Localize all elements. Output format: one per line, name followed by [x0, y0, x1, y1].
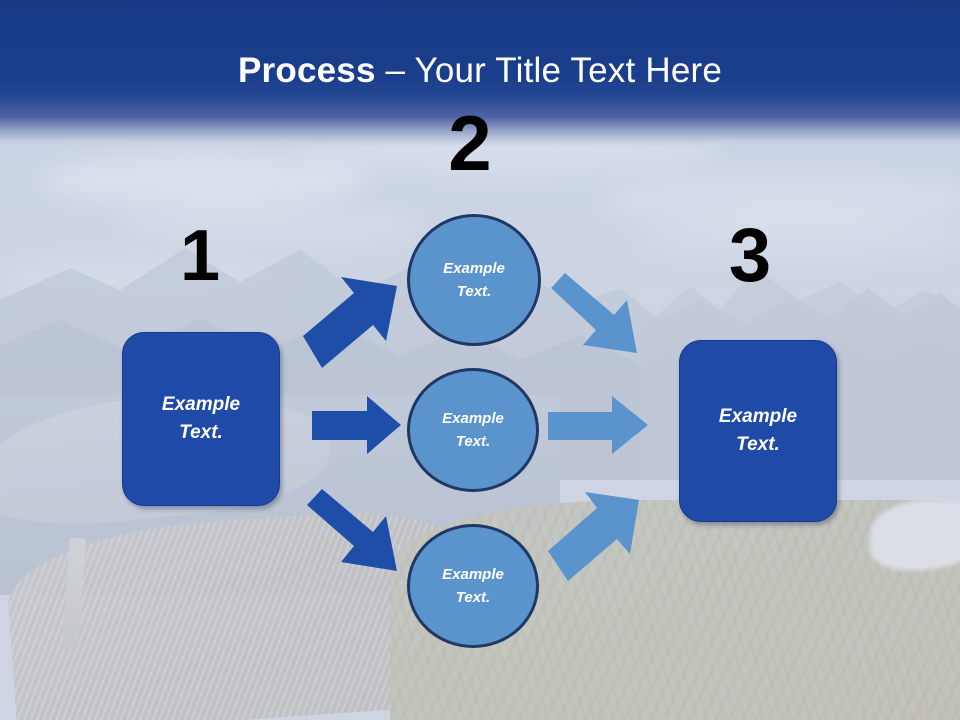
- step-box-right-label-line2: Text.: [736, 434, 780, 455]
- step-box-left-label-line1: Example: [161, 394, 241, 415]
- step-box-right[interactable]: Example Text.: [679, 340, 837, 522]
- header-band: [0, 0, 960, 146]
- page-title: Process – Your Title Text Here: [0, 50, 960, 92]
- step-box-left-label-line2: Text.: [179, 422, 223, 443]
- arrow-bottom-circle-to-right-box[interactable]: [548, 492, 639, 581]
- arrow-left-to-top-circle[interactable]: [303, 277, 397, 368]
- step-circle-middle-label: Example Text.: [442, 407, 504, 453]
- title-bold-part: Process: [238, 51, 376, 90]
- step-number-3: 3: [728, 213, 772, 298]
- step-box-left[interactable]: Example Text.: [122, 332, 280, 506]
- step-circle-middle-label-line1: Example: [442, 410, 504, 427]
- arrow-top-circle-to-right-box[interactable]: [551, 273, 637, 353]
- step-circle-bottom-label-line2: Text.: [455, 589, 491, 606]
- title-separator: –: [375, 51, 415, 90]
- step-circle-top-label: Example Text.: [443, 257, 505, 303]
- step-circle-top-label-line2: Text.: [456, 283, 492, 300]
- step-circle-bottom-label: Example Text.: [442, 563, 504, 609]
- arrow-left-to-bottom-circle[interactable]: [307, 489, 397, 571]
- step-circle-top[interactable]: Example Text.: [407, 214, 541, 346]
- title-rest-part: Your Title Text Here: [414, 51, 722, 90]
- step-circle-bottom-label-line1: Example: [442, 566, 504, 583]
- step-circle-bottom[interactable]: Example Text.: [407, 524, 539, 648]
- step-circle-middle[interactable]: Example Text.: [407, 368, 539, 492]
- step-circle-middle-label-line2: Text.: [455, 433, 491, 450]
- step-box-right-label-line1: Example: [718, 406, 798, 427]
- step-circle-top-label-line1: Example: [443, 260, 505, 277]
- step-box-left-label: Example Text.: [162, 391, 240, 447]
- arrow-mid-circle-to-right-box[interactable]: [548, 396, 648, 454]
- step-number-1: 1: [179, 216, 221, 296]
- step-box-right-label: Example Text.: [719, 403, 797, 459]
- arrow-left-to-mid-circle[interactable]: [312, 396, 401, 454]
- step-number-2: 2: [448, 99, 492, 187]
